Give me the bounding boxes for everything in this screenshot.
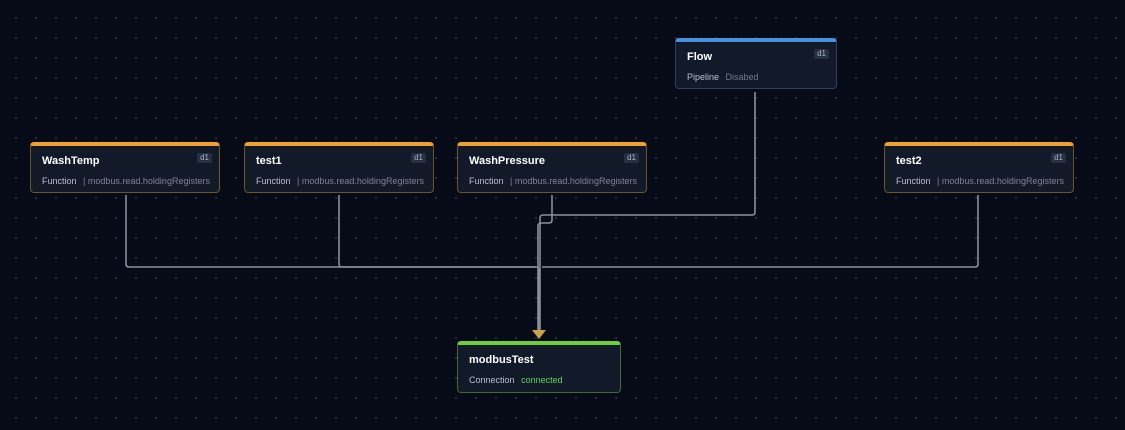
node-badge: d1 [1051,153,1066,163]
edge-washpressure-to-modbustest [537,195,553,330]
node-title: Flow [687,51,713,63]
edge-test1-to-modbustest [338,195,536,268]
node-title: modbusTest [469,354,534,366]
node-meta: Function | modbus.read.holdingRegisters [256,176,424,186]
node-badge: d1 [814,49,829,59]
node-meta: Connection connected [469,375,563,385]
node-flow[interactable]: Flow d1 Pipeline Disabed [675,38,837,89]
node-kind: Function [42,176,77,186]
node-meta: Function | modbus.read.holdingRegisters [42,176,210,186]
node-kind: Connection [469,375,515,385]
node-detail: | modbus.read.holdingRegisters [297,176,424,186]
node-washpressure[interactable]: WashPressure d1 Function | modbus.read.h… [457,142,647,193]
node-title: test1 [256,155,282,167]
edge-flow-to-modbustest [539,92,756,330]
node-detail: | modbus.read.holdingRegisters [510,176,637,186]
node-detail: | modbus.read.holdingRegisters [937,176,1064,186]
node-modbustest[interactable]: modbusTest Connection connected [457,341,621,393]
node-meta: Function | modbus.read.holdingRegisters [469,176,637,186]
node-kind: Function [469,176,504,186]
node-test1[interactable]: test1 d1 Function | modbus.read.holdingR… [244,142,434,193]
node-kind: Function [896,176,931,186]
node-washtemp[interactable]: WashTemp d1 Function | modbus.read.holdi… [30,142,220,193]
node-meta: Function | modbus.read.holdingRegisters [896,176,1064,186]
edge-test2-to-modbustest [542,195,979,268]
node-badge: d1 [197,153,212,163]
node-title: WashPressure [469,155,546,167]
node-detail: | modbus.read.holdingRegisters [83,176,210,186]
node-meta: Pipeline Disabed [687,72,759,82]
node-kind: Pipeline [687,72,720,82]
node-status: connected [521,375,563,385]
node-status: Disabed [725,72,759,82]
node-badge: d1 [624,153,639,163]
node-title: test2 [896,155,922,167]
node-kind: Function [256,176,291,186]
node-badge: d1 [411,153,426,163]
arrowhead-icon [532,330,546,339]
edge-washtemp-to-modbustest [125,195,540,330]
node-title: WashTemp [42,155,100,167]
node-test2[interactable]: test2 d1 Function | modbus.read.holdingR… [884,142,1074,193]
